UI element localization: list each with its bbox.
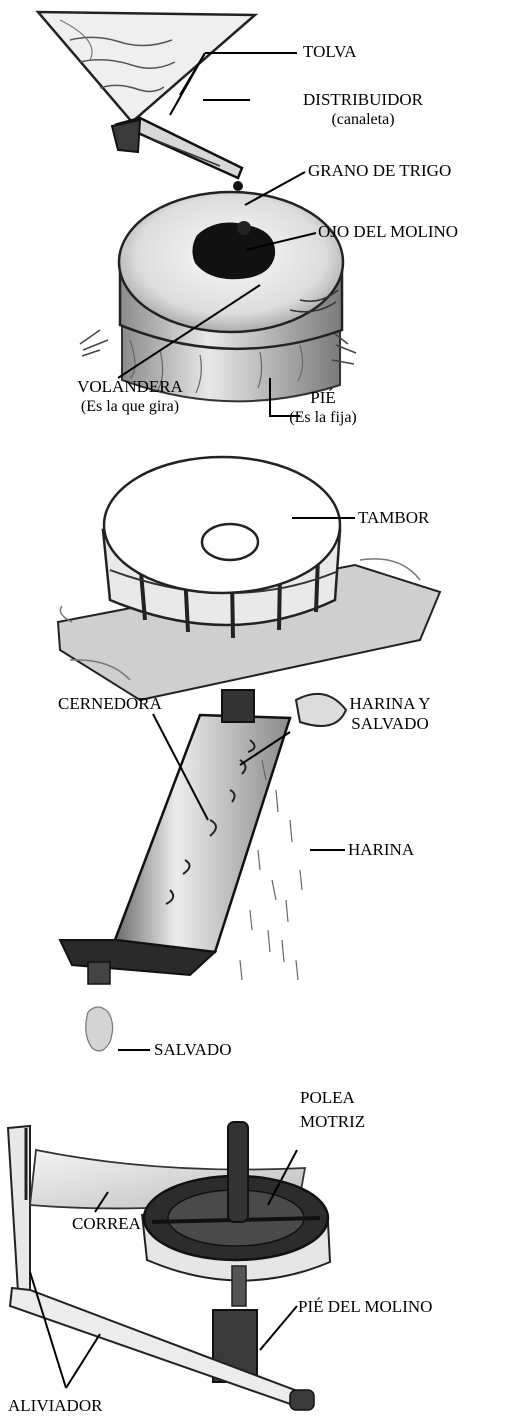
hopper bbox=[38, 12, 255, 122]
label-grano-de-trigo: GRANO DE TRIGO bbox=[308, 161, 451, 181]
relief-lever bbox=[10, 1288, 314, 1410]
label-aliviador: ALIVIADOR bbox=[8, 1396, 102, 1416]
label-tolva: TOLVA bbox=[303, 42, 357, 62]
bran-falling bbox=[86, 962, 113, 1051]
label-volandera-sub: (Es la que gira) bbox=[60, 397, 200, 417]
label-distribuidor: DISTRIBUIDOR (canaleta) bbox=[268, 90, 458, 130]
label-volandera: VOLANDERA (Es la que gira) bbox=[60, 377, 200, 417]
label-distribuidor-title: DISTRIBUIDOR bbox=[268, 90, 458, 110]
label-pie-sub: (Es la fija) bbox=[268, 408, 378, 428]
label-volandera-title: VOLANDERA bbox=[60, 377, 200, 397]
label-ojo-del-molino: OJO DEL MOLINO bbox=[318, 222, 458, 242]
label-polea-motriz: POLEA MOTRIZ bbox=[300, 1086, 365, 1134]
label-pie-title: PIÉ bbox=[268, 388, 378, 408]
sifter bbox=[60, 690, 346, 975]
label-pie: PIÉ (Es la fija) bbox=[268, 388, 378, 428]
frame-post bbox=[8, 1126, 30, 1292]
label-harina: HARINA bbox=[348, 840, 414, 860]
label-harina-y-salvado-1: HARINA Y bbox=[330, 694, 450, 714]
label-harina-y-salvado: HARINA Y SALVADO bbox=[330, 694, 450, 734]
drum bbox=[103, 457, 340, 638]
label-harina-y-salvado-2: SALVADO bbox=[330, 714, 450, 734]
label-distribuidor-sub: (canaleta) bbox=[268, 110, 458, 130]
label-correa: CORREA bbox=[72, 1214, 141, 1234]
label-cernedora: CERNEDORA bbox=[58, 694, 162, 714]
label-tambor: TAMBOR bbox=[358, 508, 429, 528]
label-polea-motriz-2: MOTRIZ bbox=[300, 1110, 365, 1134]
chute bbox=[112, 118, 242, 178]
label-salvado: SALVADO bbox=[154, 1040, 231, 1060]
label-pie-del-molino: PIÉ DEL MOLINO bbox=[298, 1297, 432, 1317]
label-polea-motriz-1: POLEA bbox=[300, 1086, 365, 1110]
